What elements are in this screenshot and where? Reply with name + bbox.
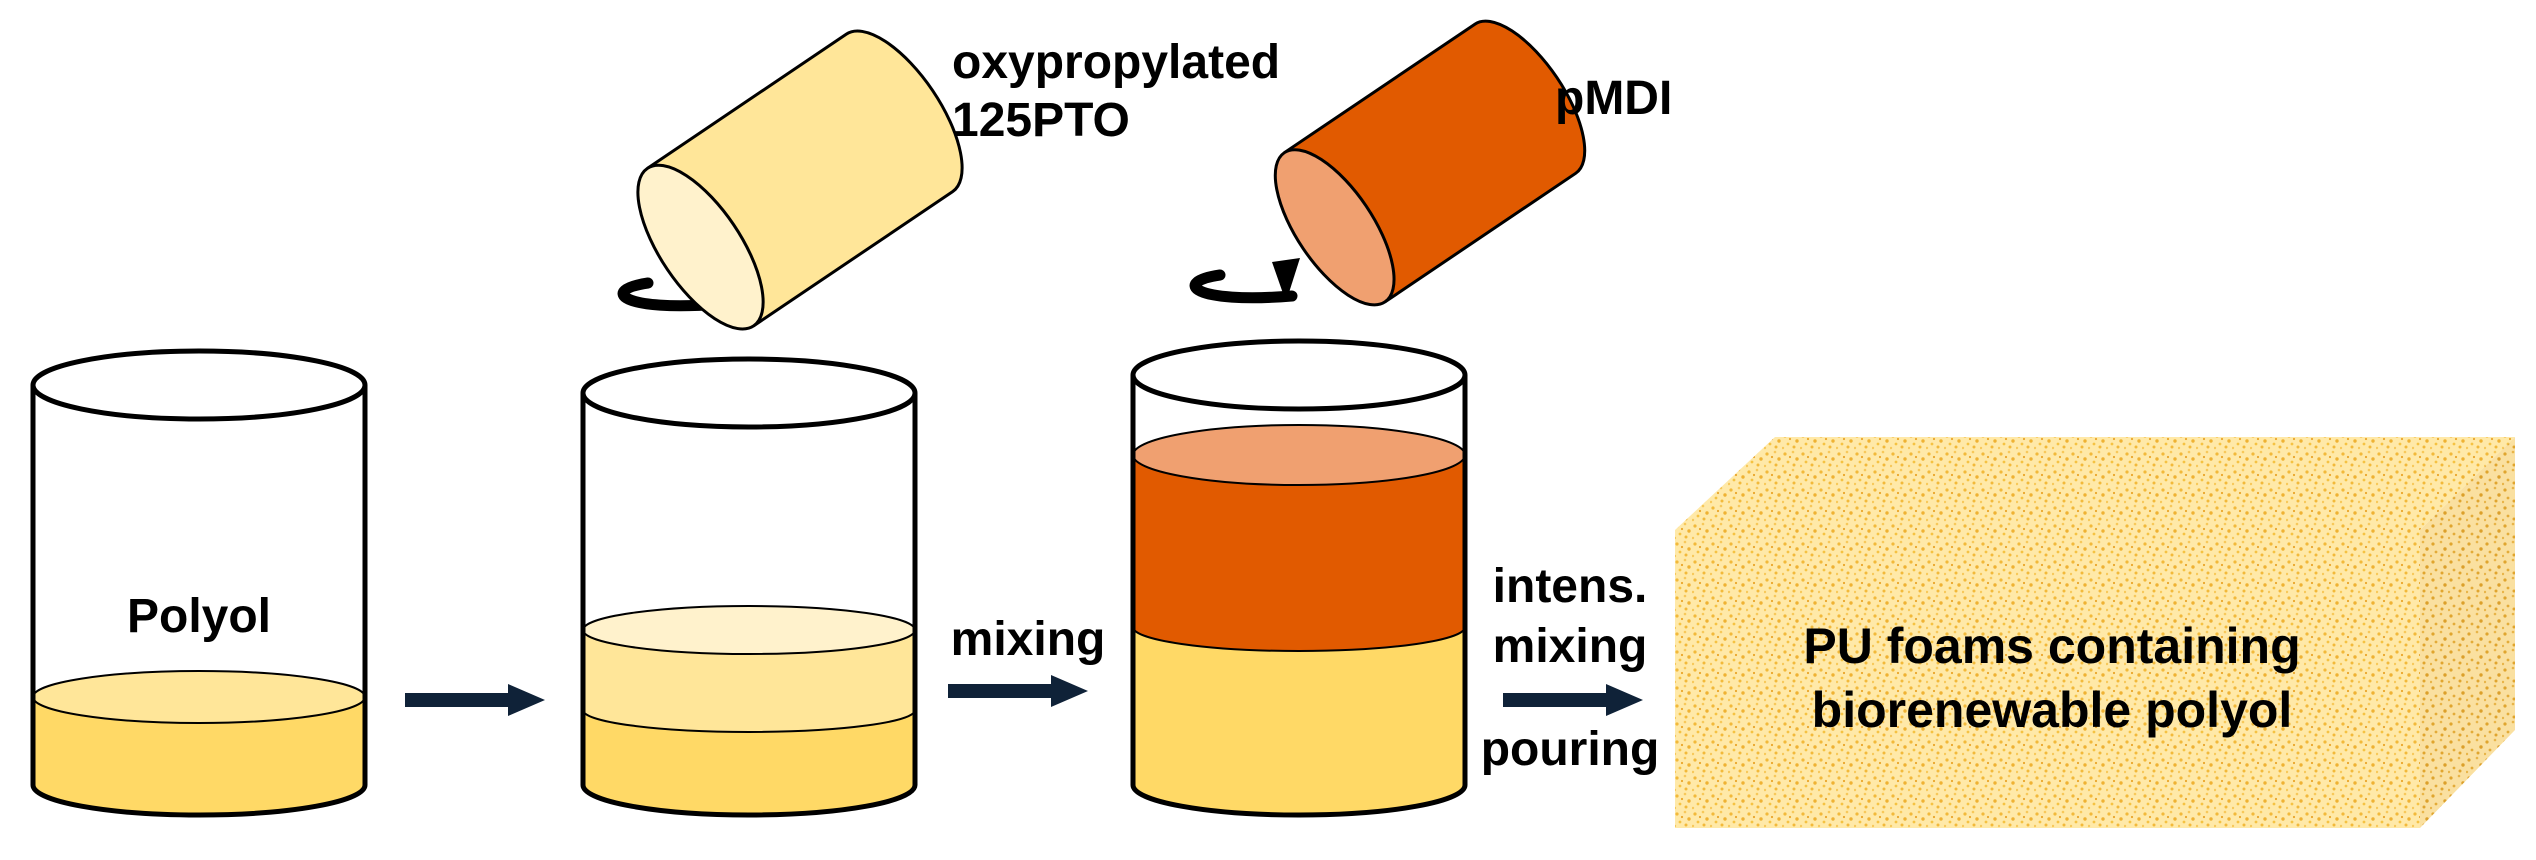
beaker-body bbox=[30, 385, 368, 818]
layer-interface bbox=[1132, 626, 1466, 652]
foam-label-line1: PU foams containing bbox=[1803, 618, 2300, 674]
beaker-body bbox=[1130, 375, 1468, 818]
beaker-rim bbox=[580, 356, 918, 430]
intens-label-line2: mixing bbox=[1493, 620, 1648, 673]
pu-foam-block bbox=[1675, 437, 2515, 828]
beaker-body bbox=[580, 393, 918, 818]
pmdi-container bbox=[1273, 19, 1587, 307]
foam-side-face bbox=[2420, 437, 2515, 828]
polyol-layer bbox=[583, 710, 915, 815]
intens-label-line1: intens. bbox=[1493, 560, 1648, 613]
beaker-rim bbox=[30, 348, 368, 422]
beaker-with-additive bbox=[580, 356, 918, 818]
additive-container bbox=[636, 29, 964, 331]
foam-top-face bbox=[1675, 437, 2515, 530]
additive-layer bbox=[583, 630, 915, 732]
beaker-with-pmdi bbox=[1130, 338, 1468, 818]
container-opening bbox=[636, 163, 765, 331]
container-opening bbox=[1273, 148, 1396, 307]
arrow-1 bbox=[405, 684, 545, 716]
beaker-rim bbox=[1130, 338, 1468, 412]
polyol-mix-layer bbox=[1133, 627, 1465, 815]
pmdi-layer bbox=[1133, 455, 1465, 651]
additive-label-line2: 125PTO bbox=[952, 94, 1130, 147]
beaker-polyol: Polyol bbox=[30, 348, 368, 818]
polyol-label: Polyol bbox=[127, 590, 271, 643]
arrow-3 bbox=[1503, 684, 1643, 716]
rotate-arrow-icon bbox=[1189, 258, 1300, 304]
layer-interface bbox=[582, 709, 916, 733]
mixing-label: mixing bbox=[951, 613, 1106, 666]
polyol-surface bbox=[32, 670, 366, 724]
pmdi-surface bbox=[1132, 424, 1466, 486]
arrow-2 bbox=[948, 675, 1088, 707]
additive-label-line1: oxypropylated bbox=[952, 36, 1280, 89]
polyol-liquid bbox=[33, 697, 365, 815]
foam-label-line2: biorenewable polyol bbox=[1812, 682, 2293, 738]
additive-surface bbox=[582, 605, 916, 655]
foam-front-face bbox=[1675, 530, 2420, 828]
pouring-label: pouring bbox=[1481, 723, 1660, 776]
pmdi-label: pMDI bbox=[1555, 72, 1672, 125]
